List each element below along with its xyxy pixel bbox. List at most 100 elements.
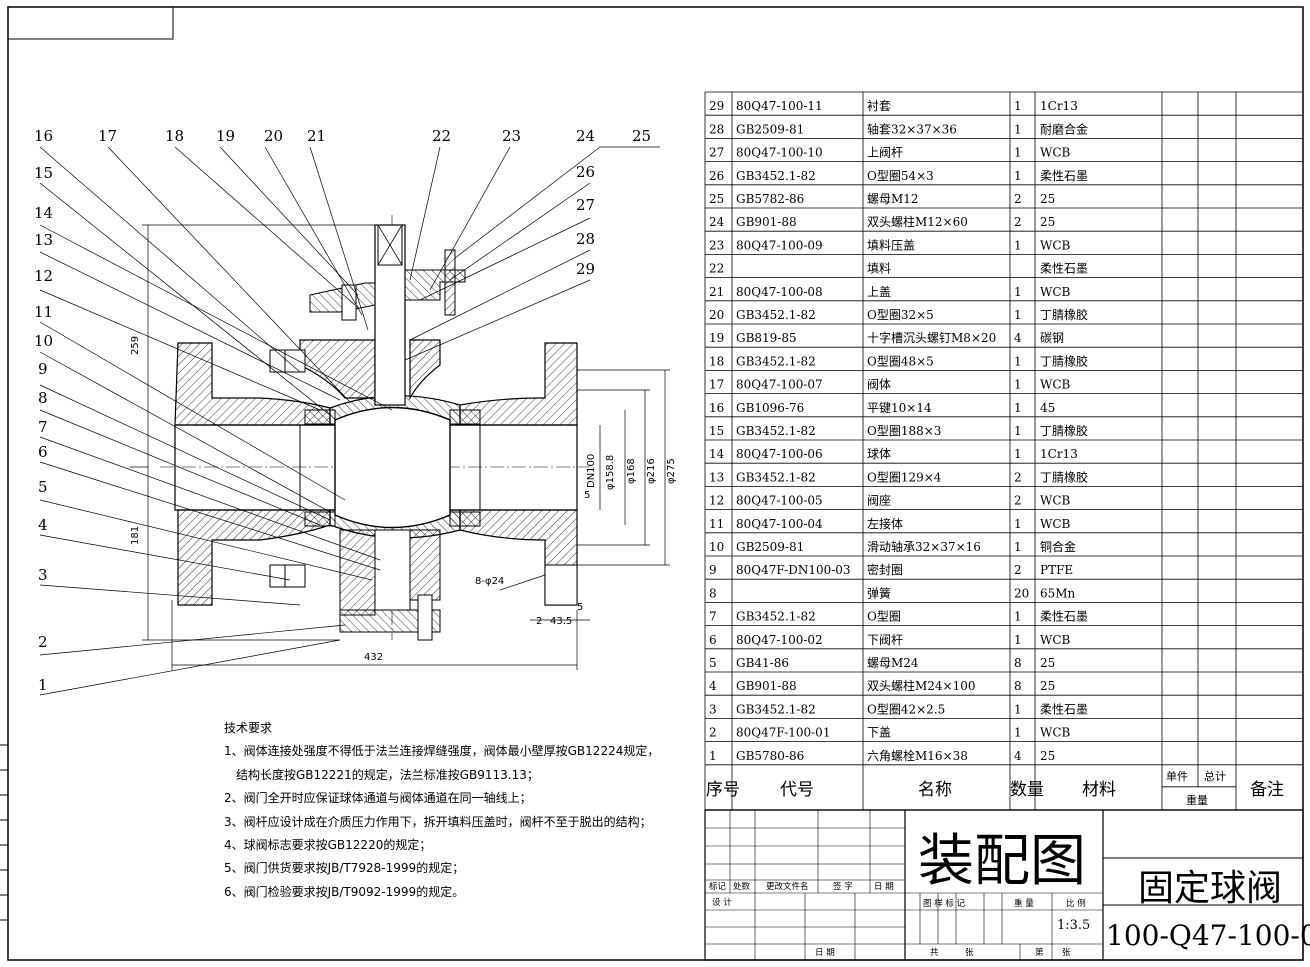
bom-name: 填料: [867, 262, 891, 276]
bom-material: 柔性石墨: [1040, 702, 1088, 716]
header-mat: 材料: [1082, 780, 1116, 800]
bom-no: 15: [709, 424, 724, 438]
note-6: 6、阀门检验要求按JB/T9092-1999的规定。: [224, 884, 465, 899]
note-1: 1、阀体连接处强度不得低于法兰连接焊缝强度，阀体最小壁厚按GB12224规定，: [224, 744, 660, 759]
dim-216: φ216: [646, 458, 657, 484]
note-5: 5、阀门供货要求按JB/T7928-1999的规定；: [224, 861, 465, 876]
corner-box: [7, 6, 174, 40]
bom-code: 80Q47-100-02: [736, 633, 823, 647]
bom-no: 21: [709, 285, 724, 299]
bom-code: GB3452.1-82: [736, 470, 816, 484]
callout-9: 9: [38, 360, 48, 378]
callout-14: 14: [34, 204, 53, 222]
bom-code: 80Q47-100-05: [736, 494, 823, 508]
label-zhang1: 张: [965, 948, 974, 958]
bom-name: O型圈: [867, 610, 901, 624]
bom-no: 27: [709, 146, 724, 160]
bom-name: O型圈54×3: [867, 169, 934, 183]
drawing-number: 100-Q47-100-00: [1106, 919, 1310, 952]
dim-259: 259: [130, 336, 141, 355]
bom-qty: 8: [1014, 656, 1022, 670]
dim-181: 181: [130, 526, 141, 545]
callout-8: 8: [38, 389, 48, 407]
callout-27: 27: [576, 196, 595, 214]
bom-material: 65Mn: [1040, 586, 1076, 600]
bom-qty: 2: [1014, 494, 1022, 508]
bom-name: 弹簧: [867, 585, 891, 600]
bom-code: GB41-86: [736, 656, 789, 670]
bom-name: 上阀杆: [867, 146, 903, 160]
dim-158: φ158.8: [605, 455, 616, 490]
bom-code: GB3452.1-82: [736, 610, 816, 624]
label-sheets: 共: [930, 948, 939, 958]
bom-name: O型圈188×3: [867, 424, 941, 438]
bom-name: 滑动轴承32×37×16: [867, 539, 981, 554]
header-no: 序号: [706, 780, 740, 800]
callout-23: 23: [502, 127, 521, 145]
callout-10: 10: [34, 332, 53, 350]
bom-qty: 1: [1014, 401, 1022, 415]
bom-no: 20: [709, 308, 724, 322]
bom-name: 螺母M12: [867, 192, 919, 206]
header-total: 总计: [1204, 769, 1226, 783]
bom-code: GB3452.1-82: [736, 354, 816, 368]
label-scale: 比 例: [1066, 898, 1086, 909]
bom-no: 26: [709, 169, 724, 183]
bom-name: 阀体: [867, 378, 891, 392]
callout-26: 26: [576, 163, 595, 181]
bom-no: 16: [709, 401, 724, 415]
callout-24: 24: [576, 127, 595, 145]
bom-code: 80Q47-100-11: [736, 99, 823, 113]
bom-no: 13: [709, 470, 724, 484]
bom-qty: 1: [1014, 354, 1022, 368]
header-weight: 重量: [1186, 793, 1208, 807]
bom-name: 左接体: [867, 516, 903, 531]
callout-11: 11: [34, 303, 53, 321]
bom-code: 80Q47-100-10: [736, 146, 823, 160]
bom-qty: 2: [1014, 563, 1022, 577]
bom-no: 29: [709, 99, 724, 113]
bom-qty: 4: [1014, 749, 1022, 763]
bom-code: GB3452.1-82: [736, 424, 816, 438]
bom-qty: 1: [1014, 610, 1022, 624]
bom-material: 25: [1040, 679, 1055, 693]
bom-material: WCB: [1040, 285, 1071, 299]
bom-qty: 1: [1014, 122, 1022, 136]
bom-code: GB3452.1-82: [736, 169, 816, 183]
bom-no: 17: [709, 378, 724, 392]
bom-qty: 20: [1014, 586, 1029, 600]
bom-name: 上盖: [867, 285, 891, 299]
bom-material: 铜合金: [1040, 539, 1076, 554]
drawing-type: 装配图: [918, 829, 1086, 894]
note-1b: 结构长度按GB12221的规定，法兰标准按GB9113.13；: [236, 767, 539, 782]
label-stage-mark: 图 样 标 记: [923, 898, 966, 909]
label-mark: 标记: [709, 881, 727, 892]
bom-name: 下阀杆: [867, 633, 903, 647]
bom-material: 丁腈橡胶: [1040, 353, 1088, 368]
bom-name: O型圈129×4: [867, 470, 942, 484]
bom-material: WCB: [1040, 494, 1071, 508]
bom-qty: 1: [1014, 447, 1022, 461]
bom-no: 5: [709, 656, 717, 670]
dim-dn100: DN100: [586, 454, 597, 488]
bom-no: 14: [709, 447, 725, 461]
title-block-text: 装配图 固定球阀 100-Q47-100-00 1:3.5 标记 处数 更改文件…: [709, 829, 1310, 958]
callout-19: 19: [216, 127, 235, 145]
bom-name: 轴套32×37×36: [867, 121, 957, 136]
callout-5: 5: [38, 478, 48, 496]
title-block: [704, 809, 1304, 961]
callout-7: 7: [38, 418, 48, 436]
bom-no: 23: [709, 238, 724, 252]
bom-no: 11: [709, 517, 724, 531]
callout-17: 17: [98, 127, 117, 145]
bom-no: 1: [709, 749, 717, 763]
bom-material: WCB: [1040, 726, 1071, 740]
bom-qty: 1: [1014, 308, 1022, 322]
bom-qty: 1: [1014, 169, 1022, 183]
bom-code: GB5780-86: [736, 749, 804, 763]
bom-name: 填料压盖: [867, 238, 915, 252]
callout-4: 4: [38, 516, 48, 534]
note-3: 3、阀杆应设计成在介质压力作用下，拆开填料压盖时，阀杆不至于脱出的结构；: [224, 814, 652, 829]
